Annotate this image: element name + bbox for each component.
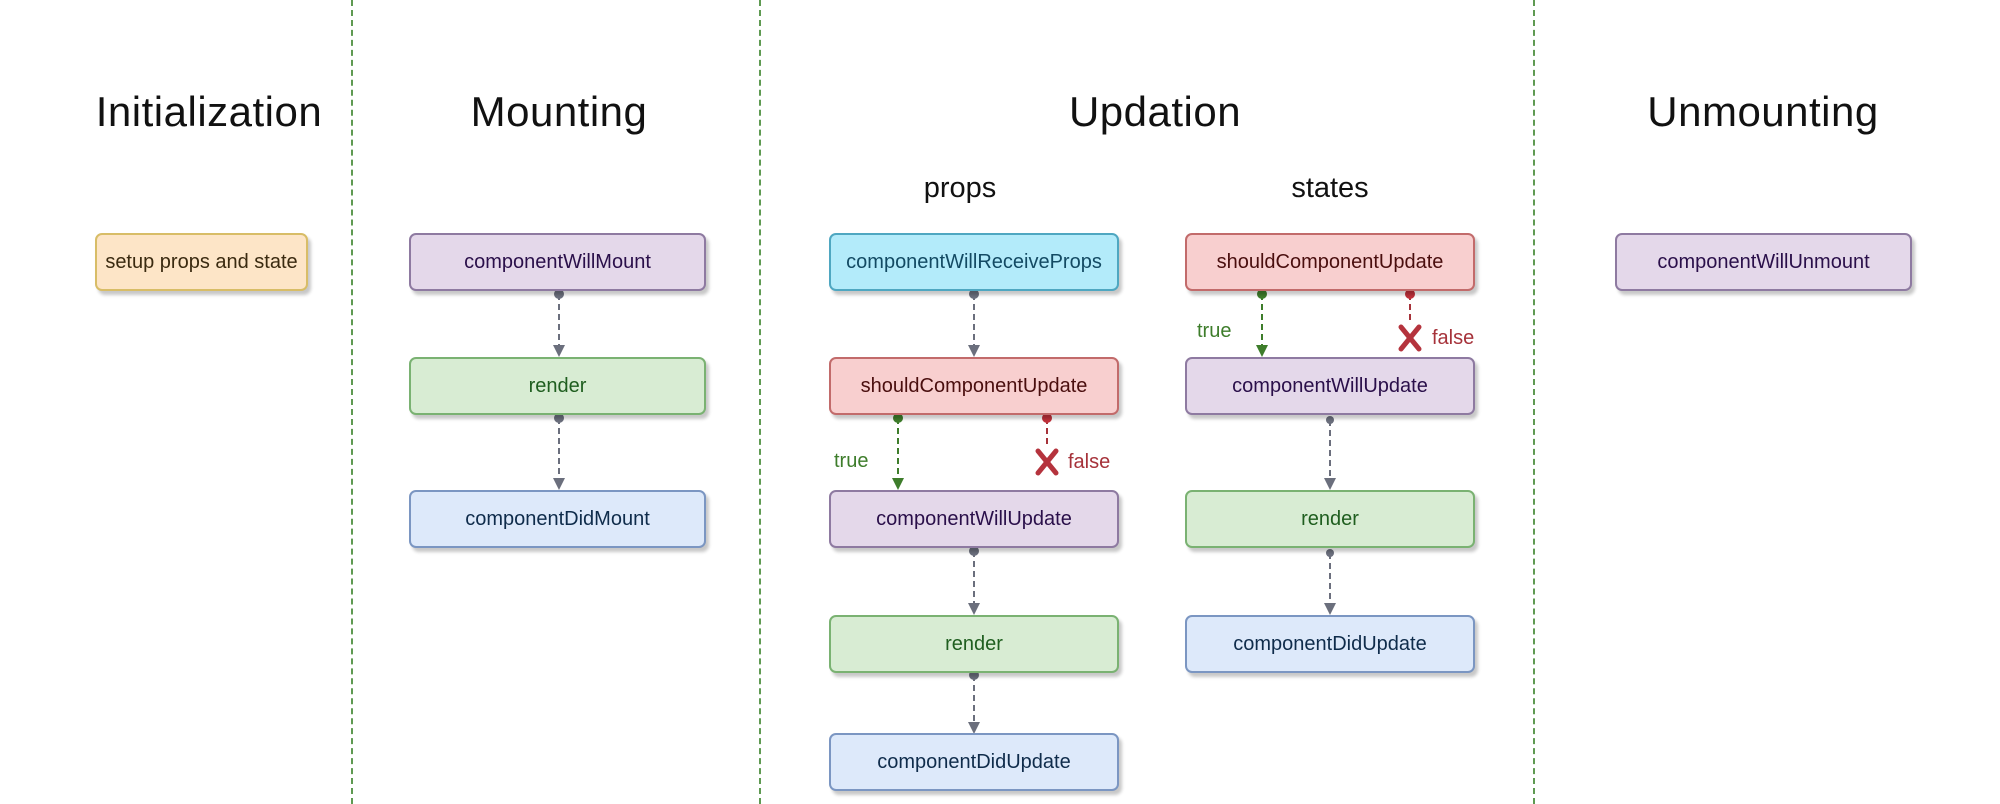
states-true-label: true — [1197, 320, 1232, 342]
component-will-receive-props-node: componentWillReceiveProps — [829, 233, 1119, 291]
states-should-component-update-node: shouldComponentUpdate — [1185, 233, 1475, 291]
phase-title-updation: Updation — [1068, 88, 1242, 135]
states-component-did-update-node: componentDidUpdate — [1185, 615, 1475, 673]
subphase-title-props: props — [923, 172, 997, 204]
component-did-mount-node: componentDidMount — [409, 490, 706, 548]
column-divider — [1533, 0, 1535, 804]
props-component-will-update-node: componentWillUpdate — [829, 490, 1119, 548]
props-false-x-icon — [1035, 448, 1059, 476]
props-false-label: false — [1068, 451, 1111, 473]
component-will-unmount-node: componentWillUnmount — [1615, 233, 1912, 291]
phase-title-unmounting: Unmounting — [1647, 88, 1879, 135]
phase-title-mounting: Mounting — [470, 88, 648, 135]
props-true-label: true — [834, 450, 869, 472]
mount-render-node: render — [409, 357, 706, 415]
props-component-did-update-node: componentDidUpdate — [829, 733, 1119, 791]
states-render-node: render — [1185, 490, 1475, 548]
states-component-will-update-node: componentWillUpdate — [1185, 357, 1475, 415]
column-divider — [351, 0, 353, 804]
setup-props-and-state-node: setup props and state — [95, 233, 308, 291]
states-false-label: false — [1432, 327, 1475, 349]
props-should-component-update-node: shouldComponentUpdate — [829, 357, 1119, 415]
props-render-node: render — [829, 615, 1119, 673]
phase-title-initialization: Initialization — [95, 88, 323, 135]
subphase-title-states: states — [1291, 172, 1369, 204]
states-false-x-icon — [1398, 324, 1422, 352]
column-divider — [759, 0, 761, 804]
component-will-mount-node: componentWillMount — [409, 233, 706, 291]
